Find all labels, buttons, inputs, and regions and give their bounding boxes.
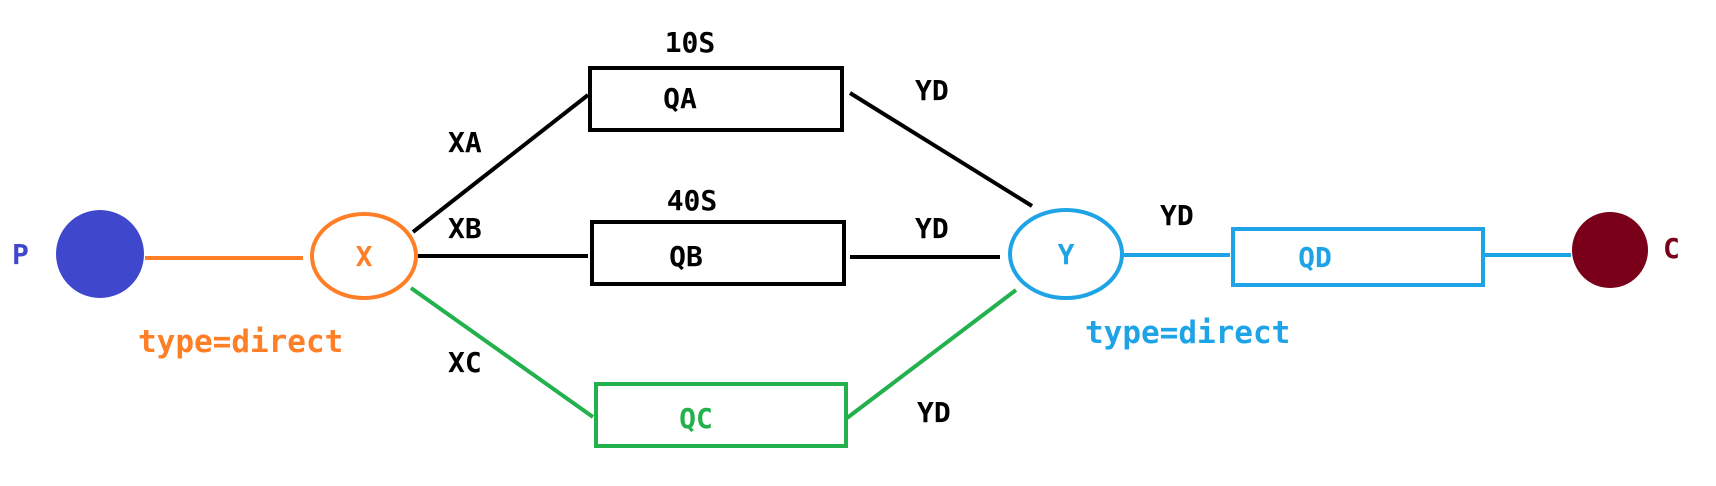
producer-node [56,210,144,298]
routing-key-xa: XA [448,126,482,159]
routing-key-xc: XC [448,346,482,379]
queue-qa-label: QA [663,82,697,115]
edge-x-qc [409,286,595,419]
routing-key-xb: XB [448,212,482,245]
consumer-label: C [1663,232,1680,265]
queue-qc-box [594,382,848,448]
exchange-x-label: X [356,240,373,273]
routing-key-yd-qd: YD [1160,199,1194,232]
exchange-x-node [310,212,418,300]
queue-qa-box [588,66,844,132]
routing-key-yd-qa: YD [915,74,949,107]
exchange-y-node [1008,208,1124,300]
edge-qa-y [848,91,1034,208]
queue-qd-box [1231,227,1485,287]
routing-key-yd-qb: YD [915,212,949,245]
queue-qb-label: QB [669,240,703,273]
consumer-node [1572,212,1648,288]
routing-key-yd-qc: YD [917,396,951,429]
queue-qd-label: QD [1298,241,1332,274]
queue-qc-label: QC [679,402,713,435]
producer-label: P [12,238,29,271]
edge-qc-y [845,288,1018,420]
exchange-y-label: Y [1058,238,1075,271]
edge-x-qa [411,93,590,234]
queue-qb-box [590,220,846,286]
exchange-x-type: type=direct [138,324,343,360]
queue-qb-ttl: 40S [667,184,718,217]
exchange-y-type: type=direct [1085,315,1290,351]
queue-qa-ttl: 10S [665,26,716,59]
